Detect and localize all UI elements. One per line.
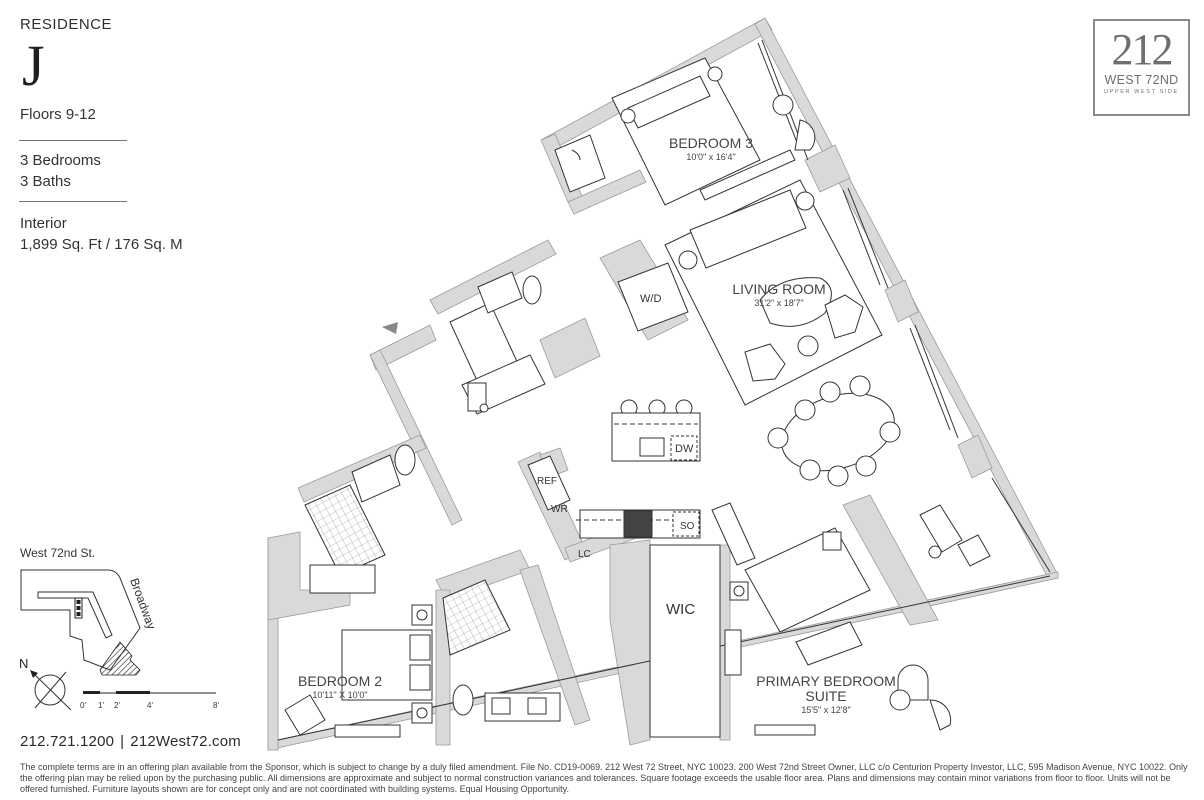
walk-in-closet: WIC bbox=[649, 544, 721, 738]
bedroom2-furniture bbox=[284, 604, 433, 738]
svg-text:WR: WR bbox=[551, 504, 568, 515]
svg-text:0': 0' bbox=[80, 701, 86, 710]
svg-text:1': 1' bbox=[98, 701, 104, 710]
room-label-bedroom3: BEDROOM 3 10'0" x 16'4" bbox=[669, 135, 753, 162]
bed-bath-summary: 3 Bedrooms 3 Baths bbox=[20, 150, 101, 192]
bedrooms-count: 3 Bedrooms bbox=[20, 152, 101, 169]
bath-mid bbox=[304, 444, 416, 594]
lounge-chair bbox=[919, 504, 991, 567]
svg-text:WIC: WIC bbox=[666, 601, 695, 618]
svg-text:10'0" x 16'4": 10'0" x 16'4" bbox=[686, 152, 735, 162]
key-plan-block bbox=[20, 569, 141, 676]
contact-line: 212.721.1200 | 212West72.com bbox=[20, 733, 241, 750]
logo-number: 212 bbox=[1111, 25, 1174, 74]
room-label-bedroom2: BEDROOM 2 10'11" X 10'0" bbox=[298, 673, 382, 700]
phone-number[interactable]: 212.721.1200 bbox=[20, 733, 115, 750]
interior-label: Interior bbox=[20, 215, 67, 232]
website-link[interactable]: 212West72.com bbox=[130, 733, 241, 750]
residence-letter: J bbox=[22, 33, 45, 98]
bedroom3-closet bbox=[554, 134, 606, 193]
svg-text:SO: SO bbox=[680, 521, 695, 532]
svg-text:DW: DW bbox=[675, 443, 694, 455]
interior-area: 1,899 Sq. Ft / 176 Sq. M bbox=[20, 236, 183, 253]
primary-bedroom-furniture bbox=[724, 527, 952, 736]
svg-text:SUITE: SUITE bbox=[805, 688, 846, 704]
interior-summary: Interior 1,899 Sq. Ft / 176 Sq. M bbox=[20, 213, 183, 255]
svg-text:2': 2' bbox=[114, 701, 120, 710]
bath-upper bbox=[449, 271, 546, 415]
svg-text:N: N bbox=[19, 656, 28, 671]
building-logo: 212 WEST 72ND UPPER WEST SIDE bbox=[1093, 19, 1190, 116]
svg-text:LC: LC bbox=[578, 549, 591, 560]
divider bbox=[19, 201, 127, 202]
legal-disclaimer: The complete terms are in an offering pl… bbox=[20, 762, 1188, 794]
svg-text:REF: REF bbox=[537, 476, 557, 487]
svg-text:8': 8' bbox=[213, 701, 219, 710]
svg-text:BEDROOM 2: BEDROOM 2 bbox=[298, 673, 382, 689]
bedroom3-furniture bbox=[611, 57, 816, 206]
residence-label: RESIDENCE bbox=[20, 16, 113, 33]
scale-bar: 0' 1' 2' 4' 8' bbox=[80, 691, 219, 710]
room-label-living: LIVING ROOM 31'2" x 18'7" bbox=[732, 281, 825, 308]
svg-text:10'11" X 10'0": 10'11" X 10'0" bbox=[312, 690, 367, 700]
washer-dryer: W/D bbox=[617, 262, 689, 332]
svg-text:LIVING ROOM: LIVING ROOM bbox=[732, 281, 825, 297]
divider bbox=[19, 140, 127, 141]
floors-text: Floors 9-12 bbox=[20, 106, 96, 123]
svg-text:PRIMARY BEDROOM: PRIMARY BEDROOM bbox=[756, 673, 896, 689]
key-plan-street-label: West 72nd St. bbox=[20, 546, 96, 560]
svg-text:15'5" x 12'8": 15'5" x 12'8" bbox=[801, 705, 850, 715]
svg-text:4': 4' bbox=[147, 701, 153, 710]
key-plan: Broadway N 0' 1' 2' 4' 8' bbox=[19, 569, 219, 711]
bath-bottom bbox=[442, 579, 561, 722]
room-label-primary: PRIMARY BEDROOM SUITE 15'5" x 12'8" bbox=[756, 673, 896, 715]
svg-text:BEDROOM 3: BEDROOM 3 bbox=[669, 135, 753, 151]
svg-text:W/D: W/D bbox=[640, 293, 661, 305]
svg-text:31'2" x 18'7": 31'2" x 18'7" bbox=[754, 298, 803, 308]
entry-marker-icon bbox=[382, 322, 398, 334]
living-room-furniture bbox=[664, 179, 883, 406]
north-arrow-icon: N bbox=[19, 656, 72, 711]
kitchen-counter: REF WR SO LC bbox=[527, 455, 756, 566]
contact-separator: | bbox=[120, 733, 125, 750]
dining-table bbox=[767, 375, 901, 487]
baths-count: 3 Baths bbox=[20, 173, 71, 190]
kitchen-island: DW bbox=[611, 399, 701, 462]
logo-neighborhood: UPPER WEST SIDE bbox=[1104, 89, 1179, 95]
floor-plan: W/D DW REF WR SO LC bbox=[267, 17, 1059, 751]
logo-street: WEST 72ND bbox=[1104, 73, 1179, 87]
